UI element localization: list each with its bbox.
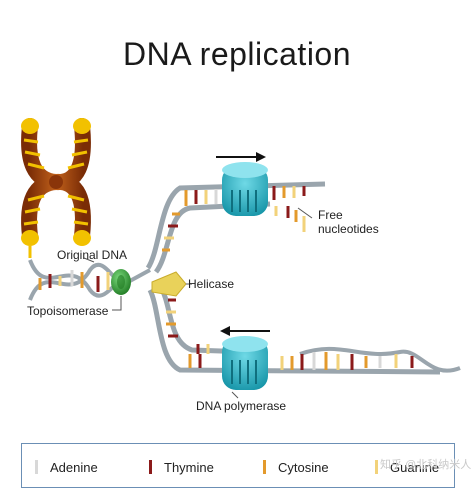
dna-polymerase-lower — [222, 336, 268, 390]
original-dna-label: Original DNA — [57, 248, 128, 262]
leader-line — [297, 207, 313, 219]
page-title: DNA replication — [122, 36, 352, 72]
telomere — [73, 230, 91, 246]
dna-polymerase-upper — [222, 162, 268, 216]
lower-strand — [147, 284, 461, 390]
legend-item-thymine: Thymine — [148, 458, 214, 476]
guanine-swatch — [375, 460, 378, 474]
legend-item-cytosine: Cytosine — [262, 458, 329, 476]
upper-strand — [145, 152, 326, 274]
centromere — [49, 175, 63, 189]
thymine-swatch — [149, 460, 152, 474]
helicase-label: Helicase — [188, 277, 235, 291]
legend-label: Guanine — [390, 459, 440, 475]
nucleotide-legend: Adenine Thymine Cytosine Guanine — [21, 443, 455, 488]
telomere — [21, 230, 39, 246]
free-nucleotides-label-line1: Free — [318, 208, 343, 222]
direction-arrow-left — [220, 326, 270, 336]
legend-label: Adenine — [50, 459, 98, 475]
legend-label: Cytosine — [278, 459, 329, 475]
chromosome — [21, 118, 91, 258]
adenine-swatch — [35, 460, 38, 474]
legend-item-guanine: Guanine — [374, 458, 439, 476]
cytosine-swatch — [263, 460, 266, 474]
direction-arrow-right — [216, 152, 266, 162]
leader-line — [231, 391, 239, 399]
free-nucleotides — [274, 206, 306, 232]
telomere — [21, 118, 39, 134]
telomere — [73, 118, 91, 134]
topoisomerase-enzyme — [111, 269, 131, 311]
topoisomerase-label: Topoisomerase — [27, 304, 109, 318]
dna-polymerase-label: DNA polymerase — [196, 399, 287, 413]
leader-line — [83, 257, 95, 263]
helicase-enzyme — [151, 271, 192, 297]
legend-item-adenine: Adenine — [34, 458, 98, 476]
free-nucleotides-label-line2: nucleotides — [318, 222, 379, 236]
legend-label: Thymine — [164, 459, 214, 475]
watermark: 知乎 @北科纳米人 — [380, 459, 472, 471]
